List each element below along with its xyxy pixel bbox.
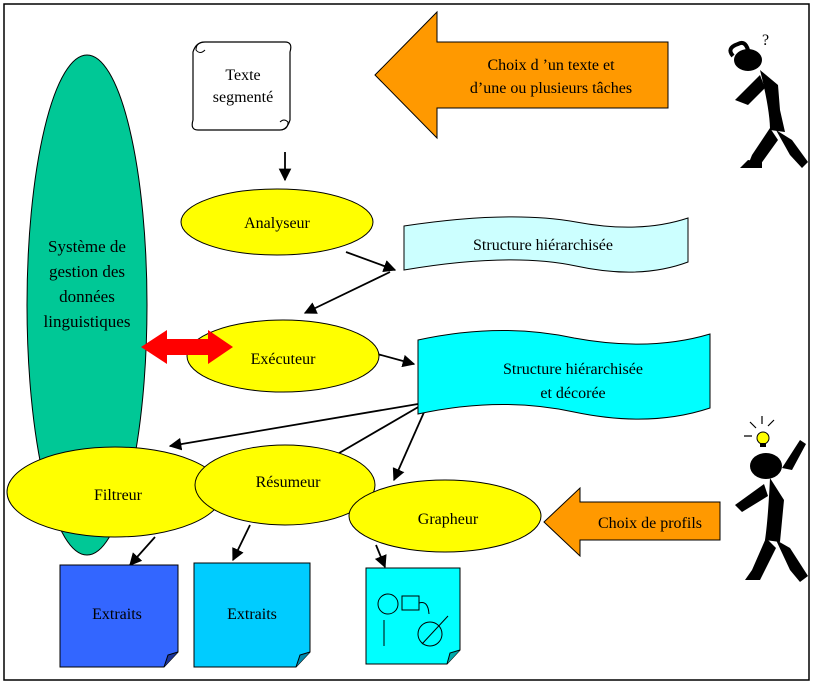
choice-profiles-arrow xyxy=(543,486,721,558)
choice-text-line1: Choix d ’un texte et xyxy=(487,57,615,74)
structure-decoree-shape xyxy=(417,329,711,420)
executeur-label: Exécuteur xyxy=(251,351,317,368)
arrow-resumeur-extraits xyxy=(232,524,251,562)
grapheur-node xyxy=(348,479,542,553)
question-mark: ? xyxy=(762,32,769,49)
grapheur-label: Grapheur xyxy=(418,511,479,528)
analyseur-node xyxy=(180,188,374,256)
structure2-line2: et décorée xyxy=(540,385,605,402)
arrow-structure-executeur xyxy=(303,271,391,314)
executeur-node xyxy=(186,319,380,393)
scroll-icon xyxy=(191,41,292,131)
arrow-filtreur-extraits xyxy=(129,536,156,566)
texte-line2: segmenté xyxy=(213,89,273,106)
choice-profiles-label: Choix de profils xyxy=(598,515,702,532)
structure1-label: Structure hiérarchisée xyxy=(473,237,613,254)
systeme-line1: Système de xyxy=(48,237,126,256)
arrow-analyseur-structure xyxy=(345,251,397,273)
graph-document-icon xyxy=(365,567,461,665)
resumeur-node xyxy=(194,444,376,526)
texte-line1: Texte xyxy=(225,67,260,84)
systeme-line4: linguistiques xyxy=(44,312,131,331)
structure2-line1: Structure hiérarchisée xyxy=(503,361,643,378)
filtreur-label: Filtreur xyxy=(94,487,143,504)
choice-text-line2: d’une ou plusieurs tâches xyxy=(470,80,632,97)
thinking-person-icon: ? xyxy=(728,32,808,168)
arrow-grapheur-graph xyxy=(374,544,387,569)
systeme-ellipse xyxy=(26,54,148,556)
structure-hierarchisee-shape xyxy=(403,216,689,273)
bidirectional-red-arrow xyxy=(141,330,233,364)
choice-text-arrow xyxy=(374,10,669,140)
arrow-to-filtreur xyxy=(168,403,419,451)
analyseur-label: Analyseur xyxy=(244,215,310,232)
arrow-to-grapheur xyxy=(392,409,426,482)
systeme-line3: données xyxy=(59,287,115,306)
extraits2-label: Extraits xyxy=(227,606,277,623)
diagram-border xyxy=(3,3,810,681)
systeme-line2: gestion des xyxy=(49,262,125,281)
resumeur-label: Résumeur xyxy=(256,474,322,491)
idea-person-icon xyxy=(735,416,808,582)
extraits1-label: Extraits xyxy=(92,606,142,623)
